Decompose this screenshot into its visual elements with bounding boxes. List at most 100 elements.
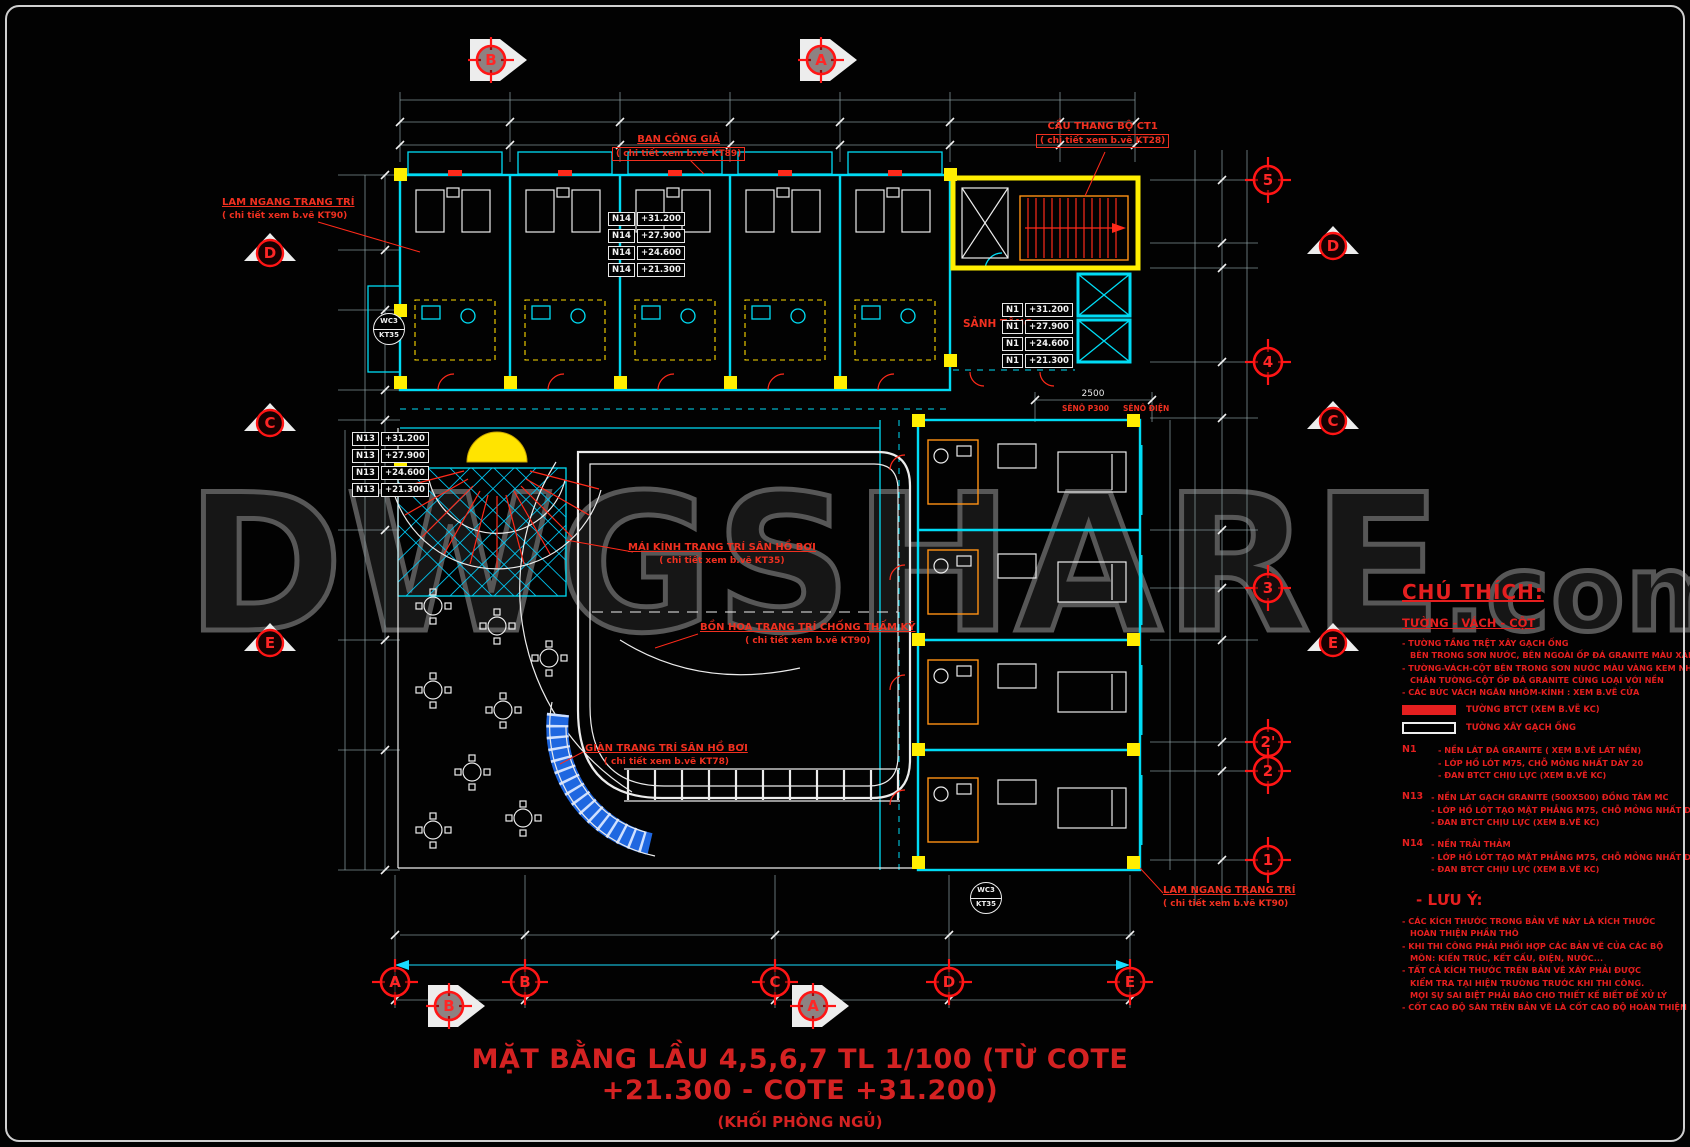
row-marker-C-left: C <box>244 403 296 438</box>
grid-bubble-5: 5 <box>1243 155 1293 205</box>
svg-text:4: 4 <box>1263 353 1273 371</box>
callout-line: ( chi tiết xem b.vẽ KT90) <box>1163 898 1289 909</box>
note-line: - CÁC KÍCH THƯỚC TRONG BẢN VẼ NÀY LÀ KÍC… <box>1402 916 1656 927</box>
callout-line: ( chi tiết xem b.vẽ KT35) <box>659 555 785 566</box>
elevation-value: +21.300 <box>636 263 685 277</box>
note-line: - KHI THI CÔNG PHẢI PHỐI HỢP CÁC BẢN VẼ … <box>1402 940 1664 951</box>
note-line: - ĐAN BTCT CHỊU LỰC (XEM B.VẼ KC) <box>1431 863 1600 874</box>
elevation-value: +21.300 <box>380 483 429 497</box>
row-marker-C-right: C <box>1307 401 1359 436</box>
svg-text:3: 3 <box>1263 579 1273 597</box>
doors-red <box>437 170 1055 806</box>
row-marker-E-left: E <box>244 623 296 658</box>
grid-bubble-A: A <box>370 957 420 1007</box>
svg-text:E: E <box>1125 973 1135 991</box>
section-marker-B-bottom: B <box>424 981 485 1031</box>
elevation-value: +21.300 <box>1025 354 1073 368</box>
notes-subheading: TƯỜNG - VÁCH - CỘT <box>1402 616 1536 630</box>
label-seno: SÊNÔ P300 SÊNÔ ĐIỆN <box>1062 404 1169 413</box>
floor-code: N14 <box>608 212 635 226</box>
floor-code: N13 <box>352 449 379 463</box>
callout-line: GIÀN TRANG TRÍ SÂN HỒ BƠI <box>585 743 748 754</box>
elevation-value: +24.600 <box>1025 337 1073 351</box>
floor-note-N13: N13 - NỀN LÁT GẠCH GRANITE (500X500) ĐỒN… <box>1402 791 1690 828</box>
drawing-title-block: MẶT BẰNG LẦU 4,5,6,7 TL 1/100 (TỪ COTE +… <box>420 1044 1180 1131</box>
callout-line: BAN CÔNG GIẢ <box>637 134 721 145</box>
wc-code: WC3 <box>977 886 995 894</box>
floor-note-N14: N14 - NỀN TRẢI THẢM - LỚP HỒ LÓT TẠO MẶT… <box>1402 838 1690 875</box>
columns-yellow <box>394 168 1140 869</box>
svg-text:5: 5 <box>1263 171 1273 189</box>
svg-text:A: A <box>807 997 819 1015</box>
svg-text:B: B <box>485 51 496 69</box>
callout-ban-cong-gia: BAN CÔNG GIẢ ( chi tiết xem b.vẽ KT89) <box>612 133 746 161</box>
legend-row-gach: TƯỜNG XÂY GẠCH ỐNG <box>1402 722 1690 735</box>
note-line: - ĐAN BTCT CHỊU LỰC (XEM B.VẼ KC) <box>1438 770 1607 781</box>
legend-swatch-gach <box>1402 722 1456 735</box>
note-line: - CỐT CAO ĐỘ SÀN TRÊN BẢN VẼ LÀ CỐT CAO … <box>1402 1002 1687 1013</box>
svg-text:E: E <box>1328 634 1338 652</box>
note-line: - ĐAN BTCT CHỊU LỰC (XEM B.VẼ KC) <box>1431 816 1600 827</box>
floor-code: N1 <box>1002 354 1024 368</box>
legend-swatch-btct <box>1402 705 1456 716</box>
grid-bubble-4: 4 <box>1243 337 1293 387</box>
dim-text-2500: 2500 <box>1082 389 1105 399</box>
callout-line: MÁI KÍNH TRANG TRÍ SÂN HỒ BƠI <box>628 542 816 553</box>
fan-stair <box>394 431 600 568</box>
watermark-text: DWGSHARE <box>183 454 1445 675</box>
row-marker-E-right: E <box>1307 623 1359 658</box>
elevation-value: +31.200 <box>636 212 685 226</box>
elevation-table-rooms: N14+31.200 N14+27.900 N14+24.600 N14+21.… <box>608 212 685 277</box>
floor-code: N13 <box>352 483 379 497</box>
floor-code: N1 <box>1002 337 1024 351</box>
elevation-value: +31.200 <box>1025 303 1073 317</box>
note-line: MÔN: KIẾN TRÚC, KẾT CẤU, ĐIỆN, NƯỚC... <box>1410 953 1604 964</box>
table-row: N1+27.900 <box>1002 320 1073 334</box>
watermark-suffix: .com <box>1442 532 1690 655</box>
svg-text:C: C <box>769 973 780 991</box>
svg-text:B: B <box>519 973 530 991</box>
callout-lam-ngang-left: LAM NGANG TRANG TRÍ ( chi tiết xem b.vẽ … <box>222 196 354 222</box>
row-marker-D-left: D <box>244 233 296 268</box>
floor-code: N14 <box>608 263 635 277</box>
notes-panel: CHÚ THÍCH: TƯỜNG - VÁCH - CỘT - TƯỜNG TẦ… <box>1402 580 1690 1014</box>
note-line: HOÀN THIỆN PHẦN THÔ <box>1410 928 1519 939</box>
elevation-table-left: N13+31.200 N13+27.900 N13+24.600 N13+21.… <box>352 432 429 497</box>
callout-bon-hoa: BỒN HOA TRANG TRÍ CHỐNG THẤM KỸ ( chi ti… <box>700 621 915 647</box>
svg-text:2: 2 <box>1263 762 1273 780</box>
tables-and-chairs <box>415 588 568 849</box>
svg-text:D: D <box>1327 237 1339 255</box>
section-marker-B-top: B <box>466 35 527 85</box>
floor-code: N13 <box>352 466 379 480</box>
elevation-value: +27.900 <box>636 229 685 243</box>
svg-text:B: B <box>443 997 454 1015</box>
elevation-value: +24.600 <box>380 466 429 480</box>
grid-bubble-2p: 2' <box>1243 717 1293 767</box>
floor-note-code: N1 <box>1402 744 1417 756</box>
floor-code: N14 <box>608 246 635 260</box>
note-line: - NỀN LÁT ĐÁ GRANITE ( XEM B.VẼ LÁT NỀN) <box>1438 745 1642 756</box>
grid-bubble-1: 1 <box>1243 835 1293 885</box>
callout-line: ( chi tiết xem b.vẽ KT89) <box>612 146 746 161</box>
leader-lines <box>317 151 1164 894</box>
svg-text:A: A <box>815 51 827 69</box>
callout-line: ( chi tiết xem b.vẽ KT90) <box>222 210 348 221</box>
floor-code: N1 <box>1002 303 1024 317</box>
row-marker-D-right: D <box>1307 226 1359 261</box>
elevation-value: +24.600 <box>636 246 685 260</box>
label-seno-left: SÊNÔ P300 <box>1062 404 1109 413</box>
note-line: - TẤT CẢ KÍCH THƯỚC TRÊN BẢN VẼ XÂY PHẢI… <box>1402 965 1642 976</box>
svg-text:D: D <box>264 244 276 262</box>
watermark: DWGSHARE.com <box>183 467 1690 662</box>
note-line: - LỚP HỒ LÓT TẠO MẶT PHẲNG M75, CHỖ MỎNG… <box>1431 851 1690 862</box>
note-line: - CÁC BỨC VÁCH NGĂN NHÔM-KÍNH : XEM B.VẼ… <box>1402 687 1640 698</box>
callout-cau-thang-bo: CẦU THANG BỘ CT1 ( chi tiết xem b.vẽ KT2… <box>1036 120 1170 148</box>
grid-bubble-D: D <box>924 957 974 1007</box>
note-line: BÊN TRONG SƠN NƯỚC, BÊN NGOÀI ỐP ĐÁ GRAN… <box>1410 650 1690 661</box>
elevation-value: +27.900 <box>1025 320 1073 334</box>
section-marker-A-top: A <box>796 35 857 85</box>
svg-text:D: D <box>943 973 955 991</box>
spiral-stair <box>546 701 656 857</box>
callout-mai-kinh: MÁI KÍNH TRANG TRÍ SÂN HỒ BƠI ( chi tiết… <box>628 541 816 567</box>
bathroom-pods <box>414 299 979 843</box>
